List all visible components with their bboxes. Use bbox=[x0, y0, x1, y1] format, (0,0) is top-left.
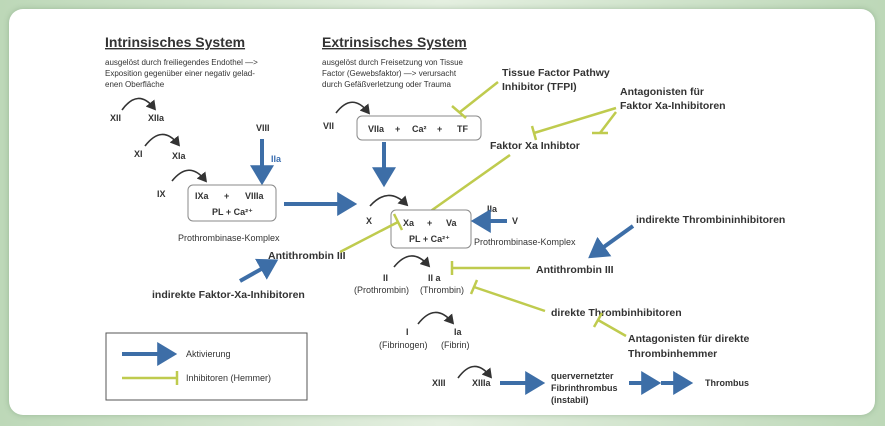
extrinsic-desc-line3: durch Gefäßverletzung oder Trauma bbox=[322, 80, 452, 89]
indirect-xa-inhibitors-label: indirekte Faktor-Xa-Inhibitoren bbox=[152, 289, 305, 301]
factor-i: I bbox=[406, 327, 409, 337]
arrow-indirect-xa bbox=[239, 258, 279, 283]
factor-xii: XII bbox=[110, 113, 121, 123]
factor-viii: VIII bbox=[256, 123, 270, 133]
pl-ca-common: PL + Ca²⁺ bbox=[409, 234, 450, 244]
tissue-factor: TF bbox=[457, 124, 468, 134]
faktor-xa-inhibitor-label: Faktor Xa Inhibtor bbox=[490, 140, 580, 152]
tfpi-inhibition-line bbox=[459, 81, 499, 113]
indirect-thrombin-inhibitors-label: indirekte Thrombininhibitoren bbox=[636, 214, 785, 226]
factor-vii: VII bbox=[323, 121, 334, 131]
factor-xa: Xa bbox=[403, 218, 415, 228]
plus-ixa: + bbox=[224, 191, 229, 201]
ca-extrinsic: Ca² bbox=[412, 124, 427, 134]
antagonists-xa-line2: Faktor Xa-Inhibitoren bbox=[620, 100, 726, 112]
legend-activation-label: Aktivierung bbox=[186, 349, 231, 359]
direct-thrombin-bar bbox=[469, 279, 479, 295]
intrinsic-desc-line3: enen Oberfläche bbox=[105, 80, 165, 89]
tfpi-inhibition-bar bbox=[451, 105, 467, 119]
xa-inhibitor-line bbox=[417, 153, 511, 222]
fibrinogen-label: (Fibrinogen) bbox=[379, 340, 428, 350]
tfpi-label-line2: Inhibitor (TFPI) bbox=[502, 81, 577, 93]
direct-thrombin-inhibitors-label: direkte Thrombinhibitoren bbox=[551, 307, 682, 319]
tfpi-label-line1: Tissue Factor Pathwy bbox=[502, 67, 610, 79]
curved-arrow-vii bbox=[335, 101, 371, 115]
factor-v: V bbox=[512, 216, 518, 226]
factor-xiii: XIII bbox=[432, 378, 446, 388]
plus-viia: + bbox=[395, 124, 400, 134]
factor-xia: XIa bbox=[172, 151, 187, 161]
antagonists-xa-line1: Antagonisten für bbox=[620, 86, 704, 98]
curved-arrow-ix bbox=[171, 169, 208, 183]
antagonist-xa-bar-left bbox=[530, 125, 538, 141]
factor-xiiia: XIIIa bbox=[472, 378, 492, 388]
antithrombin-left-bar bbox=[392, 213, 404, 231]
antithrombin-left-line bbox=[339, 220, 399, 254]
legend-inhibitor-label: Inhibitoren (Hemmer) bbox=[186, 373, 271, 383]
curved-arrow-i bbox=[417, 311, 455, 325]
extrinsic-tenase-box bbox=[356, 115, 482, 141]
intrinsic-desc-line2: Exposition gegenüber einer negativ gelad… bbox=[105, 69, 255, 78]
antagonist-direct-bar bbox=[592, 312, 604, 328]
direct-thrombin-line bbox=[473, 285, 546, 313]
factor-viiia: VIIIa bbox=[245, 191, 265, 201]
fibrin-thrombus-line1: quervernetzter bbox=[551, 371, 614, 381]
antagonist-xa-line-left bbox=[533, 106, 617, 135]
fibrin-thrombus-line3: (instabil) bbox=[551, 395, 589, 405]
intrinsic-title: Intrinsisches System bbox=[105, 34, 245, 50]
factor-viia: VIIa bbox=[368, 124, 385, 134]
curved-arrow-xi bbox=[144, 133, 181, 147]
factor-xiia: XIIa bbox=[148, 113, 165, 123]
antithrombin-left-label: Antithrombin III bbox=[268, 250, 346, 262]
thrombus-label: Thrombus bbox=[705, 378, 749, 388]
antagonist-xa-line-right bbox=[599, 111, 617, 134]
factor-xi: XI bbox=[134, 149, 143, 159]
factor-ix: IX bbox=[157, 189, 166, 199]
legend-box bbox=[105, 332, 308, 401]
factor-x: X bbox=[366, 216, 372, 226]
prothrombinase-label-left: Prothrombinase-Komplex bbox=[178, 233, 280, 243]
intrinsic-desc-line1: ausgelöst durch freiliegendes Endothel —… bbox=[105, 58, 258, 67]
factor-ixa: IXa bbox=[195, 191, 210, 201]
factor-ii: II bbox=[383, 273, 388, 283]
extrinsic-desc-line2: Factor (Gewebsfaktor) —> verursacht bbox=[322, 69, 457, 78]
factor-iia-common: IIa bbox=[487, 204, 498, 214]
antithrombin-right-label: Antithrombin III bbox=[536, 264, 614, 276]
curved-arrow-xii bbox=[121, 97, 157, 111]
fibrin-label: (Fibrin) bbox=[441, 340, 470, 350]
factor-ia: Ia bbox=[454, 327, 463, 337]
factor-iia-thrombin: II a bbox=[428, 273, 442, 283]
pl-ca-intrinsic: PL + Ca²⁺ bbox=[212, 207, 253, 217]
prothrombin-label: (Prothrombin) bbox=[354, 285, 409, 295]
factor-iia-intrinsic: IIa bbox=[271, 154, 282, 164]
arrow-indirect-thrombin bbox=[588, 224, 635, 259]
antagonists-direct-line1: Antagonisten für direkte bbox=[628, 333, 750, 345]
curved-arrow-xiii bbox=[457, 365, 493, 379]
intrinsic-tenase-box bbox=[187, 184, 277, 222]
extrinsic-desc-line1: ausgelöst durch Freisetzung von Tissue bbox=[322, 58, 464, 67]
antagonist-direct-line bbox=[597, 318, 627, 338]
curved-arrow-x bbox=[369, 194, 409, 207]
prothrombinase-label-right: Prothrombinase-Komplex bbox=[474, 237, 576, 247]
extrinsic-title: Extrinsisches System bbox=[322, 34, 467, 50]
fibrin-thrombus-line2: Fibrinthrombus bbox=[551, 383, 618, 393]
plus-ca: + bbox=[437, 124, 442, 134]
factor-va: Va bbox=[446, 218, 458, 228]
curved-arrow-ii bbox=[393, 255, 431, 268]
thrombin-label: (Thrombin) bbox=[420, 285, 464, 295]
plus-xa: + bbox=[427, 218, 432, 228]
antagonists-direct-line2: Thrombinhemmer bbox=[628, 348, 717, 360]
